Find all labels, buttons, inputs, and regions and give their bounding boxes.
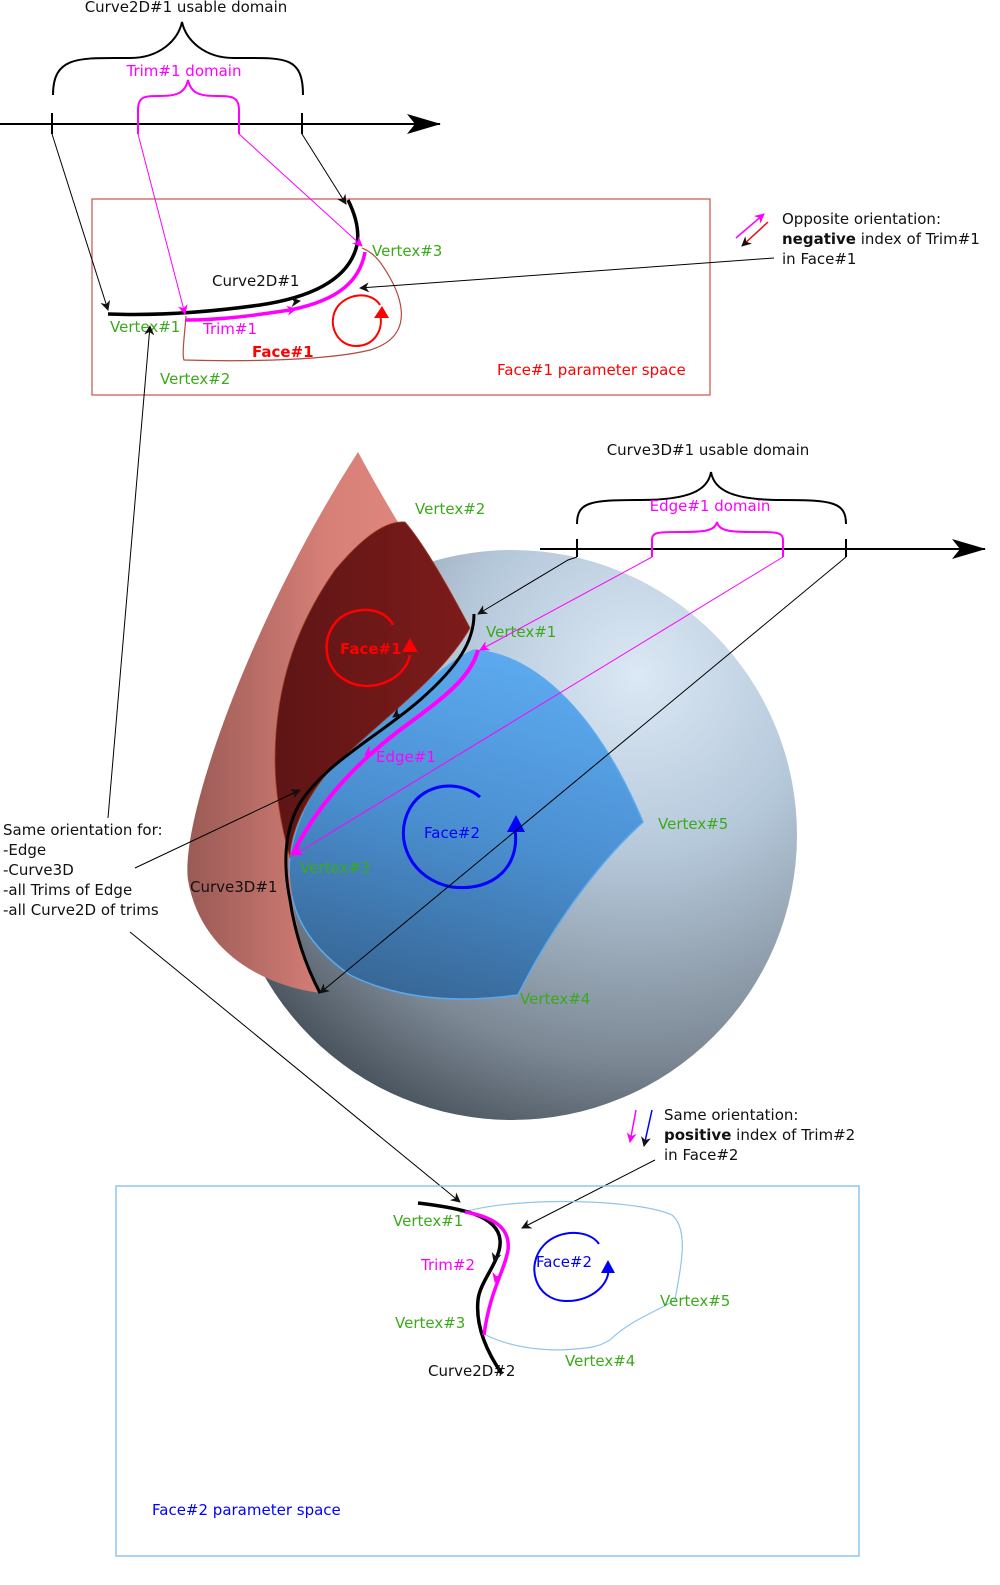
curve2d-2-label: Curve2D#2 [428, 1362, 515, 1380]
mapping-arrow-domain-end [301, 133, 347, 205]
magenta-down-arrow-icon [626, 1109, 637, 1143]
vertex4-label-face2: Vertex#4 [565, 1352, 635, 1370]
vertex2-label-2d: Vertex#2 [160, 370, 230, 388]
same-note-item: -all Trims of Edge [3, 881, 132, 899]
opposite-note-line2: negative index of Trim#1 [782, 230, 980, 248]
curve3d-1-label: Curve3D#1 [190, 878, 277, 896]
negative-keyword: negative [782, 230, 856, 248]
pointer-to-face1-space [107, 325, 155, 819]
face2-parameter-space-box [115, 1185, 860, 1557]
face1-orientation-arrowhead-2d [374, 306, 389, 318]
trim1-label: Trim#1 [202, 320, 257, 338]
opposite-note-line2-rest: index of Trim#1 [856, 230, 980, 248]
positive-note-line2: positive index of Trim#2 [664, 1126, 855, 1144]
mapping-arrow-trim-start [137, 133, 188, 315]
face1-orientation-circle-2d [331, 294, 382, 348]
opposite-note-pointer-arrow [359, 257, 775, 293]
trim-2-2d [464, 1210, 510, 1336]
face1-orientation-circle-3d [325, 608, 412, 688]
vertex3-label-3d: Vertex#3 [300, 859, 370, 877]
positive-note-pointer-arrow [521, 1159, 656, 1229]
edge1-label: Edge#1 [376, 748, 436, 766]
mapping-arrow-trim-end [238, 133, 363, 247]
positive-orientation-note: Same orientation: positive index of Trim… [521, 1106, 855, 1229]
edge-1 [290, 649, 480, 856]
face2-orientation-arrowhead-3d [507, 815, 525, 832]
positive-note-line1: Same orientation: [664, 1106, 798, 1124]
same-note-item: -all Curve2D of trims [3, 901, 159, 919]
curve3d-1 [284, 613, 476, 994]
blue-down-arrow-icon [641, 1109, 653, 1147]
curve2d-1 [107, 199, 360, 317]
opposite-note-line1: Opposite orientation: [782, 210, 941, 228]
positive-note-line3: in Face#2 [664, 1146, 738, 1164]
vertex1-label-2d: Vertex#1 [110, 318, 180, 336]
opposite-orientation-note: Opposite orientation: negative index of … [359, 210, 980, 293]
vertex5-label-3d: Vertex#5 [658, 815, 728, 833]
magenta-orientation-arrow-icon [735, 213, 765, 239]
face2-orientation-circle-2d [533, 1231, 610, 1303]
curve2d-domain-label: Curve2D#1 usable domain [85, 0, 288, 16]
curve2d-domain-brace [52, 21, 304, 96]
edge-domain-brace [651, 521, 784, 557]
mid-parameter-axis: Curve3D#1 usable domain Edge#1 domain [540, 441, 986, 559]
trim2-label: Trim#2 [420, 1256, 475, 1274]
same-note-item: -Edge [3, 841, 46, 859]
face1-label-3d: Face#1 [340, 640, 402, 658]
vertex5-label-face2: Vertex#5 [660, 1292, 730, 1310]
edge-domain-label: Edge#1 domain [650, 497, 771, 515]
face1-label-2d: Face#1 [252, 343, 314, 361]
trim-domain-brace [137, 79, 240, 134]
vertex3-label-face2: Vertex#3 [395, 1314, 465, 1332]
same-note-title: Same orientation for: [3, 821, 163, 839]
face2-orientation-arrowhead-2d [601, 1260, 615, 1273]
face1-orientation-arrowhead-3d [402, 638, 418, 652]
face2-orientation-circle-3d [401, 784, 518, 890]
face1-boundary-2d [182, 247, 402, 362]
mapping-arrow-curve3d-end [319, 556, 847, 994]
face1-parameter-space-box [91, 198, 711, 396]
face2-boundary-2d [459, 1200, 683, 1351]
face2-label-3d: Face#2 [424, 824, 480, 842]
pointer-to-face2-space [129, 931, 461, 1203]
curve3d-domain-brace [576, 471, 847, 525]
red-orientation-arrow-icon [741, 221, 769, 247]
vertex2-label-3d: Vertex#2 [415, 500, 485, 518]
face2-parameter-space-title: Face#2 parameter space [152, 1501, 341, 1519]
face1-parameter-space-title: Face#1 parameter space [497, 361, 686, 379]
mapping-arrow-domain-start [51, 133, 111, 311]
face2-label-2d: Face#2 [536, 1253, 592, 1271]
top-parameter-axis: Curve2D#1 usable domain Trim#1 domain [0, 0, 441, 134]
same-orientation-note: Same orientation for: -Edge -Curve3D -al… [3, 325, 461, 1203]
mapping-arrow-curve3d-start [477, 556, 578, 615]
same-note-item: -Curve3D [3, 861, 74, 879]
trim-domain-label: Trim#1 domain [126, 62, 242, 80]
opposite-note-line3: in Face#1 [782, 250, 856, 268]
positive-keyword: positive [664, 1126, 731, 1144]
curve3d-domain-label: Curve3D#1 usable domain [607, 441, 810, 459]
mapping-arrow-edge-end [293, 556, 784, 856]
positive-note-line2-rest: index of Trim#2 [731, 1126, 855, 1144]
mapping-arrow-edge-start [479, 556, 653, 651]
vertex1-label-face2: Vertex#1 [393, 1212, 463, 1230]
vertex3-label-2d: Vertex#3 [372, 242, 442, 260]
vertex1-label-3d: Vertex#1 [486, 623, 556, 641]
pointer-to-3d-edge [134, 789, 301, 869]
curve2d-1-label: Curve2D#1 [212, 272, 299, 290]
vertex4-label-3d: Vertex#4 [520, 990, 590, 1008]
